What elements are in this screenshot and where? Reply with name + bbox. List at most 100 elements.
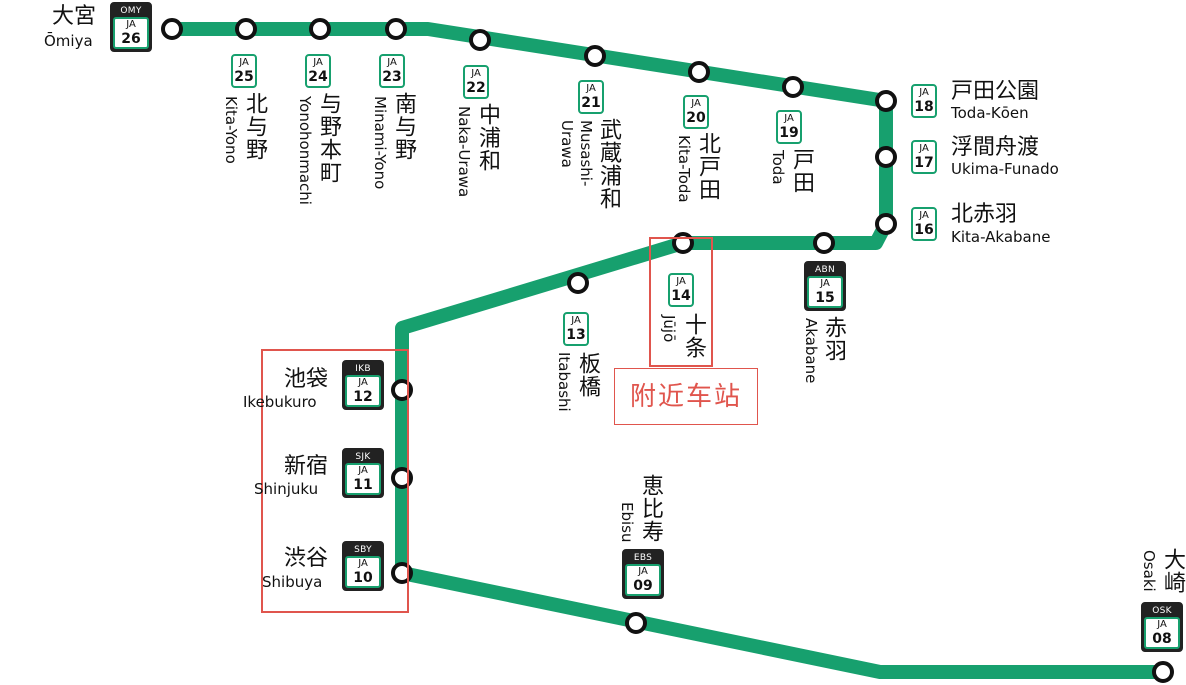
station-name-en-musashiurawa-2: Urawa — [558, 120, 576, 168]
station-number: 09 — [633, 578, 653, 594]
station-number: 17 — [914, 155, 934, 171]
station-dot-ukimafunado[interactable] — [875, 146, 897, 168]
station-name-jp-yonohonmachi: 与野本町 — [316, 92, 341, 184]
line-code: JA — [358, 465, 368, 476]
line-code: JA — [358, 377, 368, 388]
station-dot-kitayono[interactable] — [235, 18, 257, 40]
station-dot-yonohonmachi[interactable] — [309, 18, 331, 40]
station-name-en-nakaurawa: Naka-Urawa — [455, 106, 473, 198]
station-dot-nakaurawa[interactable] — [469, 29, 491, 51]
station-number: 20 — [686, 110, 706, 126]
station-name-jp-osaki: 大崎 — [1160, 548, 1185, 594]
station-name-jp-shibuya: 渋谷 — [284, 546, 329, 571]
station-name-en-shinjuku: Shinjuku — [254, 480, 319, 498]
line-code: JA — [691, 98, 701, 109]
line-code: JA — [676, 276, 686, 287]
station-name-en-musashiurawa-1: Musashi- — [577, 120, 595, 187]
station-name-en-kitayono: Kita-Yono — [222, 96, 240, 164]
station-code: SJK — [345, 451, 381, 463]
station-number: 08 — [1152, 631, 1172, 647]
station-dot-toda[interactable] — [782, 76, 804, 98]
station-name-en-itabashi: Itabashi — [555, 352, 573, 412]
line-code: JA — [919, 210, 929, 221]
station-dot-shibuya[interactable] — [391, 562, 413, 584]
station-name-jp-todakoen: 戸田公園 — [951, 79, 1040, 104]
station-dot-shinjuku[interactable] — [391, 467, 413, 489]
station-name-en-omiya: Ōmiya — [44, 32, 93, 50]
station-number: 11 — [353, 477, 373, 493]
line-code: JA — [586, 83, 596, 94]
highlight-box-transfer-stations — [261, 349, 409, 613]
station-name-jp-itabashi: 板橋 — [575, 352, 600, 398]
line-code: JA — [239, 57, 249, 68]
station-name-jp-nakaurawa: 中浦和 — [475, 103, 500, 172]
station-name-jp-shinjuku: 新宿 — [284, 454, 329, 479]
station-dot-ikebukuro[interactable] — [391, 379, 413, 401]
station-dot-todakoen[interactable] — [875, 90, 897, 112]
station-code: ABN — [807, 264, 843, 276]
station-code: OSK — [1144, 605, 1180, 617]
station-dot-ebisu[interactable] — [625, 612, 647, 634]
station-name-en-jujo: Jūjō — [660, 315, 678, 343]
station-name-en-ikebukuro: Ikebukuro — [243, 393, 317, 411]
station-name-en-kitaakabane: Kita-Akabane — [951, 228, 1051, 246]
station-name-en-akabane: Akabane — [802, 318, 820, 384]
station-name-jp-jujo: 十条 — [681, 313, 706, 359]
station-code: IKB — [345, 363, 381, 375]
station-name-jp-ukimafunado: 浮間舟渡 — [951, 135, 1040, 160]
highlight-box-jujo — [649, 237, 713, 367]
station-number: 25 — [234, 69, 254, 85]
station-dot-itabashi[interactable] — [567, 272, 589, 294]
station-dot-kitaakabane[interactable] — [875, 213, 897, 235]
station-code: SBY — [345, 544, 381, 556]
station-name-en-shibuya: Shibuya — [262, 573, 323, 591]
station-dot-omiya[interactable] — [161, 18, 183, 40]
station-name-jp-omiya: 大宮 — [52, 4, 97, 29]
station-dot-minamiyono[interactable] — [385, 18, 407, 40]
station-name-en-minamiyono: Minami-Yono — [371, 96, 389, 190]
line-code: JA — [1157, 619, 1167, 630]
station-name-jp-minamiyono: 南与野 — [391, 92, 416, 161]
station-dot-musashiurawa[interactable] — [584, 45, 606, 67]
line-code: JA — [471, 68, 481, 79]
station-number: 26 — [121, 31, 141, 47]
station-name-en-ukimafunado: Ukima-Funado — [951, 160, 1059, 178]
line-code: JA — [919, 143, 929, 154]
station-name-jp-akabane: 赤羽 — [821, 316, 846, 362]
line-code: JA — [571, 315, 581, 326]
station-code: EBS — [625, 552, 661, 564]
station-name-jp-toda: 戸田 — [789, 148, 814, 194]
station-number: 19 — [779, 125, 799, 141]
station-number: 16 — [914, 222, 934, 238]
station-name-jp-ebisu: 恵比寿 — [638, 474, 663, 543]
station-number: 13 — [566, 327, 586, 343]
station-name-en-ebisu: Ebisu — [618, 502, 636, 543]
line-code: JA — [358, 558, 368, 569]
line-code: JA — [919, 87, 929, 98]
station-code: OMY — [113, 5, 149, 17]
station-name-jp-musashiurawa: 武蔵浦和 — [596, 118, 621, 210]
line-code: JA — [784, 113, 794, 124]
station-number: 12 — [353, 389, 373, 405]
station-dot-osaki[interactable] — [1152, 661, 1174, 683]
station-dot-akabane[interactable] — [813, 232, 835, 254]
station-name-jp-kitatoda: 北戸田 — [695, 132, 720, 201]
station-dot-kitatoda[interactable] — [688, 61, 710, 83]
station-name-en-kitatoda: Kita-Toda — [675, 135, 693, 203]
station-number: 23 — [382, 69, 402, 85]
